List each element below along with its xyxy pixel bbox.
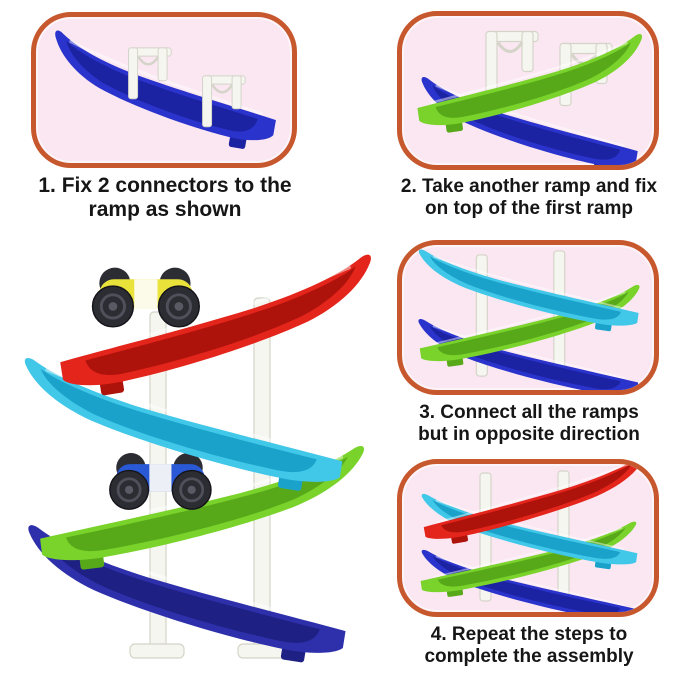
step-4-caption-line1: 4. Repeat the steps to: [430, 624, 628, 645]
step-1-caption-line1: 1. Fix 2 connectors to the: [38, 174, 292, 197]
step-4-photo: [413, 464, 654, 612]
yellow-car: [91, 266, 201, 329]
step-3-caption-line1: 3. Connect all the ramps: [419, 402, 639, 423]
step-2-photo: [410, 30, 653, 165]
assembled-toy: [9, 252, 386, 671]
assembled-product-photo: [2, 246, 386, 672]
step-3-panel: [397, 240, 659, 395]
step-3-caption-line2: but in opposite direction: [418, 424, 640, 446]
step-1-photo: [39, 28, 287, 156]
pillar-foot: [129, 643, 185, 659]
step-2-caption: 2. Take another ramp and fix on top of t…: [382, 176, 676, 220]
step-2-caption-line2: on top of the first ramp: [425, 198, 633, 220]
step-4-panel: [397, 459, 659, 617]
step-2-caption-line1: 2. Take another ramp and fix: [400, 176, 658, 197]
step-1-caption: 1. Fix 2 connectors to the ramp as shown: [6, 174, 324, 223]
step-1-panel: [31, 12, 297, 168]
step-2-panel: [397, 11, 659, 170]
step-3-photo: [409, 248, 649, 390]
step-3-caption: 3. Connect all the ramps but in opposite…: [382, 402, 676, 446]
step-1-caption-line2: ramp as shown: [88, 198, 242, 222]
ramp-cyan: [410, 248, 645, 337]
step-4-caption: 4. Repeat the steps to complete the asse…: [382, 624, 676, 668]
step-4-caption-line2: complete the assembly: [424, 646, 634, 668]
